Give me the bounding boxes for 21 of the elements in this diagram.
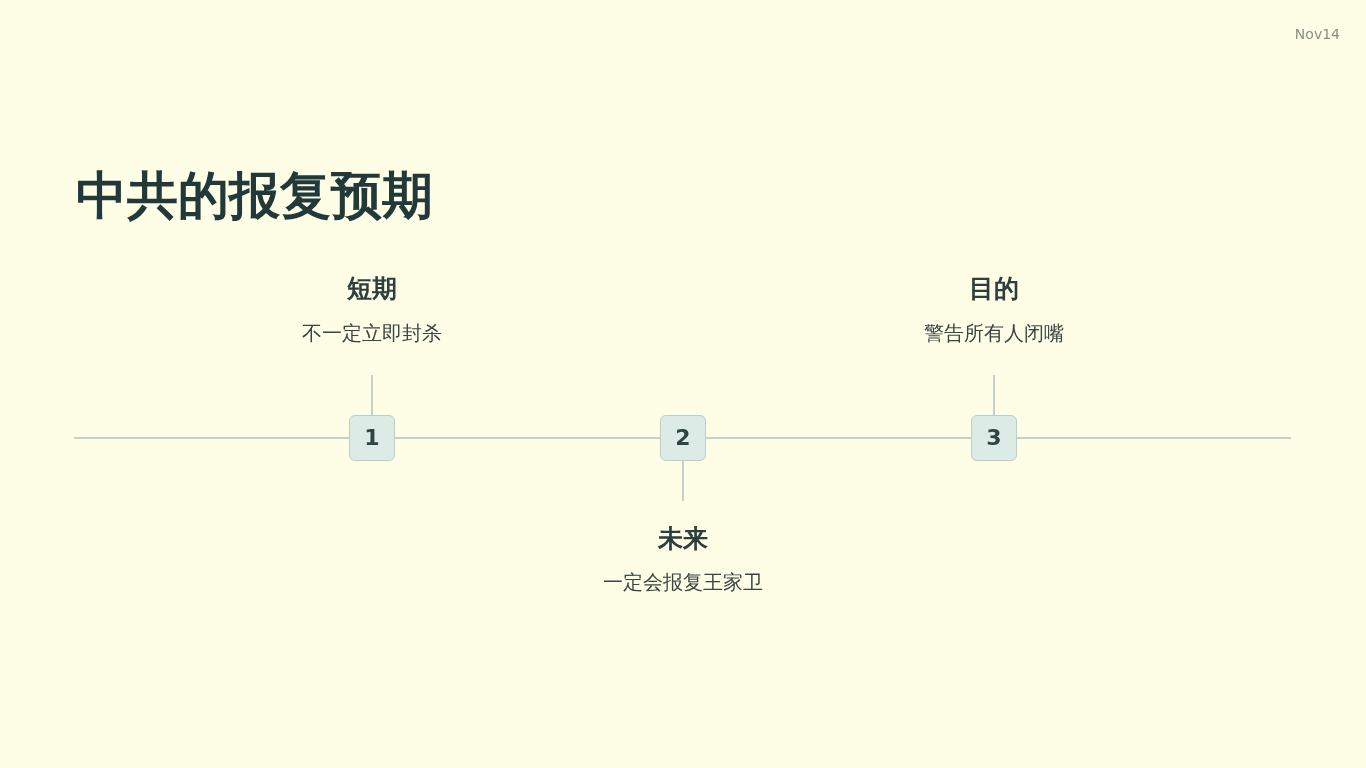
step-marker	[660, 415, 706, 461]
step-number: 3	[986, 426, 1002, 450]
phase-description: 不一定立即封杀	[302, 320, 442, 346]
phase-heading: 未来	[658, 524, 708, 554]
timeline-line	[73, 437, 350, 439]
date-label: Nov14	[1294, 25, 1340, 43]
connector-line	[371, 374, 373, 416]
timeline-line	[394, 437, 661, 439]
timeline-line	[705, 437, 972, 439]
phase-description: 警告所有人闭嘴	[924, 320, 1064, 346]
step-number: 2	[675, 426, 691, 450]
connector-line	[993, 374, 995, 416]
phase-heading: 短期	[347, 274, 397, 304]
slide-title: 中共的报复预期	[76, 165, 433, 227]
phase-heading: 目的	[969, 274, 1019, 304]
step-number: 1	[364, 426, 380, 450]
phase-description: 一定会报复王家卫	[603, 569, 763, 595]
timeline-line	[1016, 437, 1292, 439]
step-marker	[349, 415, 395, 461]
connector-line	[682, 460, 684, 502]
step-marker	[971, 415, 1017, 461]
